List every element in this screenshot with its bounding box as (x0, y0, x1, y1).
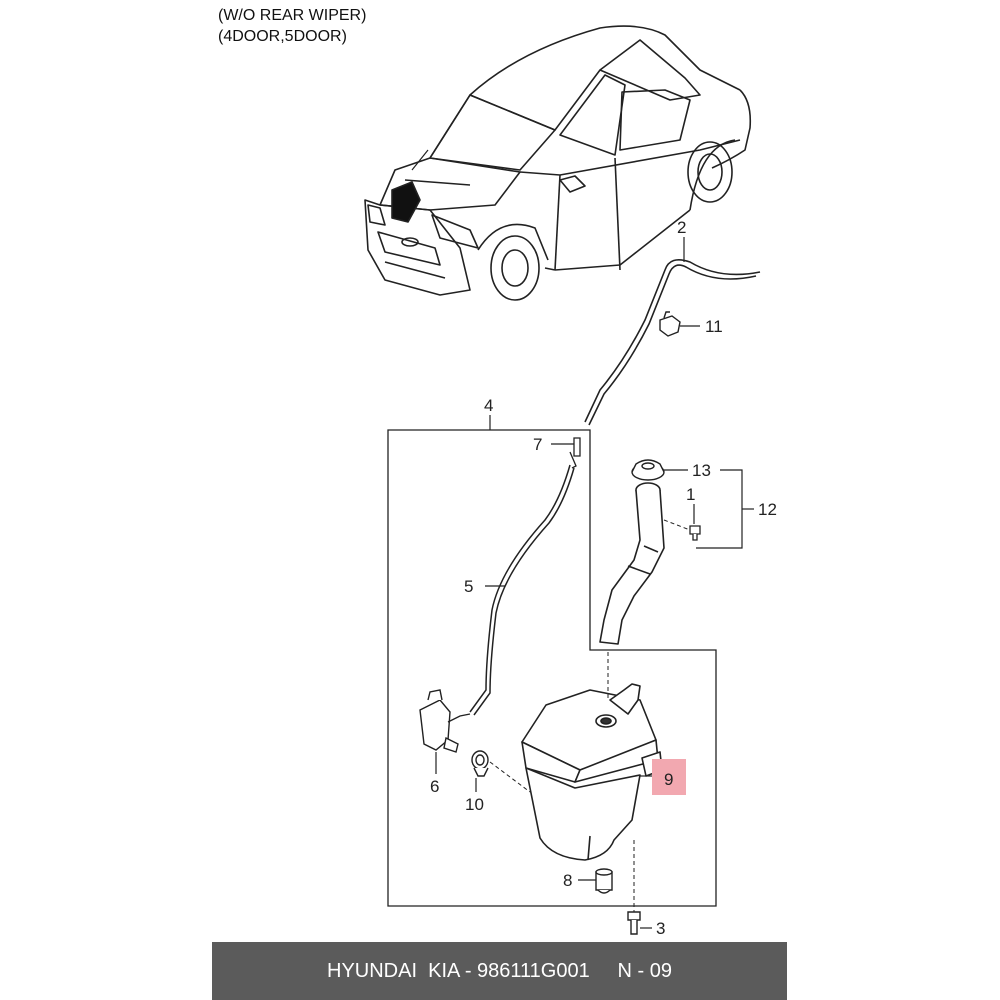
callout-9: 9 (664, 770, 673, 789)
callout-1: 1 (686, 485, 695, 504)
callout-5: 5 (464, 577, 473, 596)
bolt-part-3 (627, 911, 641, 935)
pump-part-6 (419, 689, 471, 753)
callout-11: 11 (705, 317, 723, 336)
callout-13: 13 (692, 461, 711, 480)
callout-2: 2 (677, 218, 686, 237)
callout-4: 4 (484, 396, 493, 415)
callout-6: 6 (430, 777, 439, 796)
footer-separator (590, 960, 618, 983)
washer-hose-part-2 (584, 259, 761, 426)
filler-neck-part-12 (599, 482, 665, 645)
hose-part-5 (469, 464, 575, 716)
assembly-box-4 (387, 429, 717, 907)
drain-cap-part-8 (595, 868, 613, 894)
connector-part-7 (569, 437, 581, 469)
callout-7: 7 (533, 435, 542, 454)
callout-10: 10 (465, 795, 484, 814)
highlight-part-9 (652, 759, 686, 795)
callout-3: 3 (656, 919, 665, 938)
callout-8: 8 (563, 871, 572, 890)
car-illustration (364, 25, 752, 301)
footer-part-number: 986111G001 (477, 959, 590, 982)
footer-brand: HYUNDAI KIA - (327, 959, 478, 982)
bolt-part-1 (689, 525, 701, 541)
part-number-footer: HYUNDAI KIA - 986111G001 N - 09 (212, 942, 787, 1000)
header-note-rear-wiper: (W/O REAR WIPER) (218, 7, 367, 24)
header-note-door-types: (4DOOR,5DOOR) (218, 28, 347, 45)
callout-12: 12 (758, 500, 777, 519)
washer-reservoir-part-9 (521, 683, 663, 861)
clip-part-11 (659, 311, 681, 337)
footer-page: N - 09 (617, 959, 672, 982)
grommet-part-10 (471, 750, 489, 777)
cap-part-13 (631, 459, 665, 481)
